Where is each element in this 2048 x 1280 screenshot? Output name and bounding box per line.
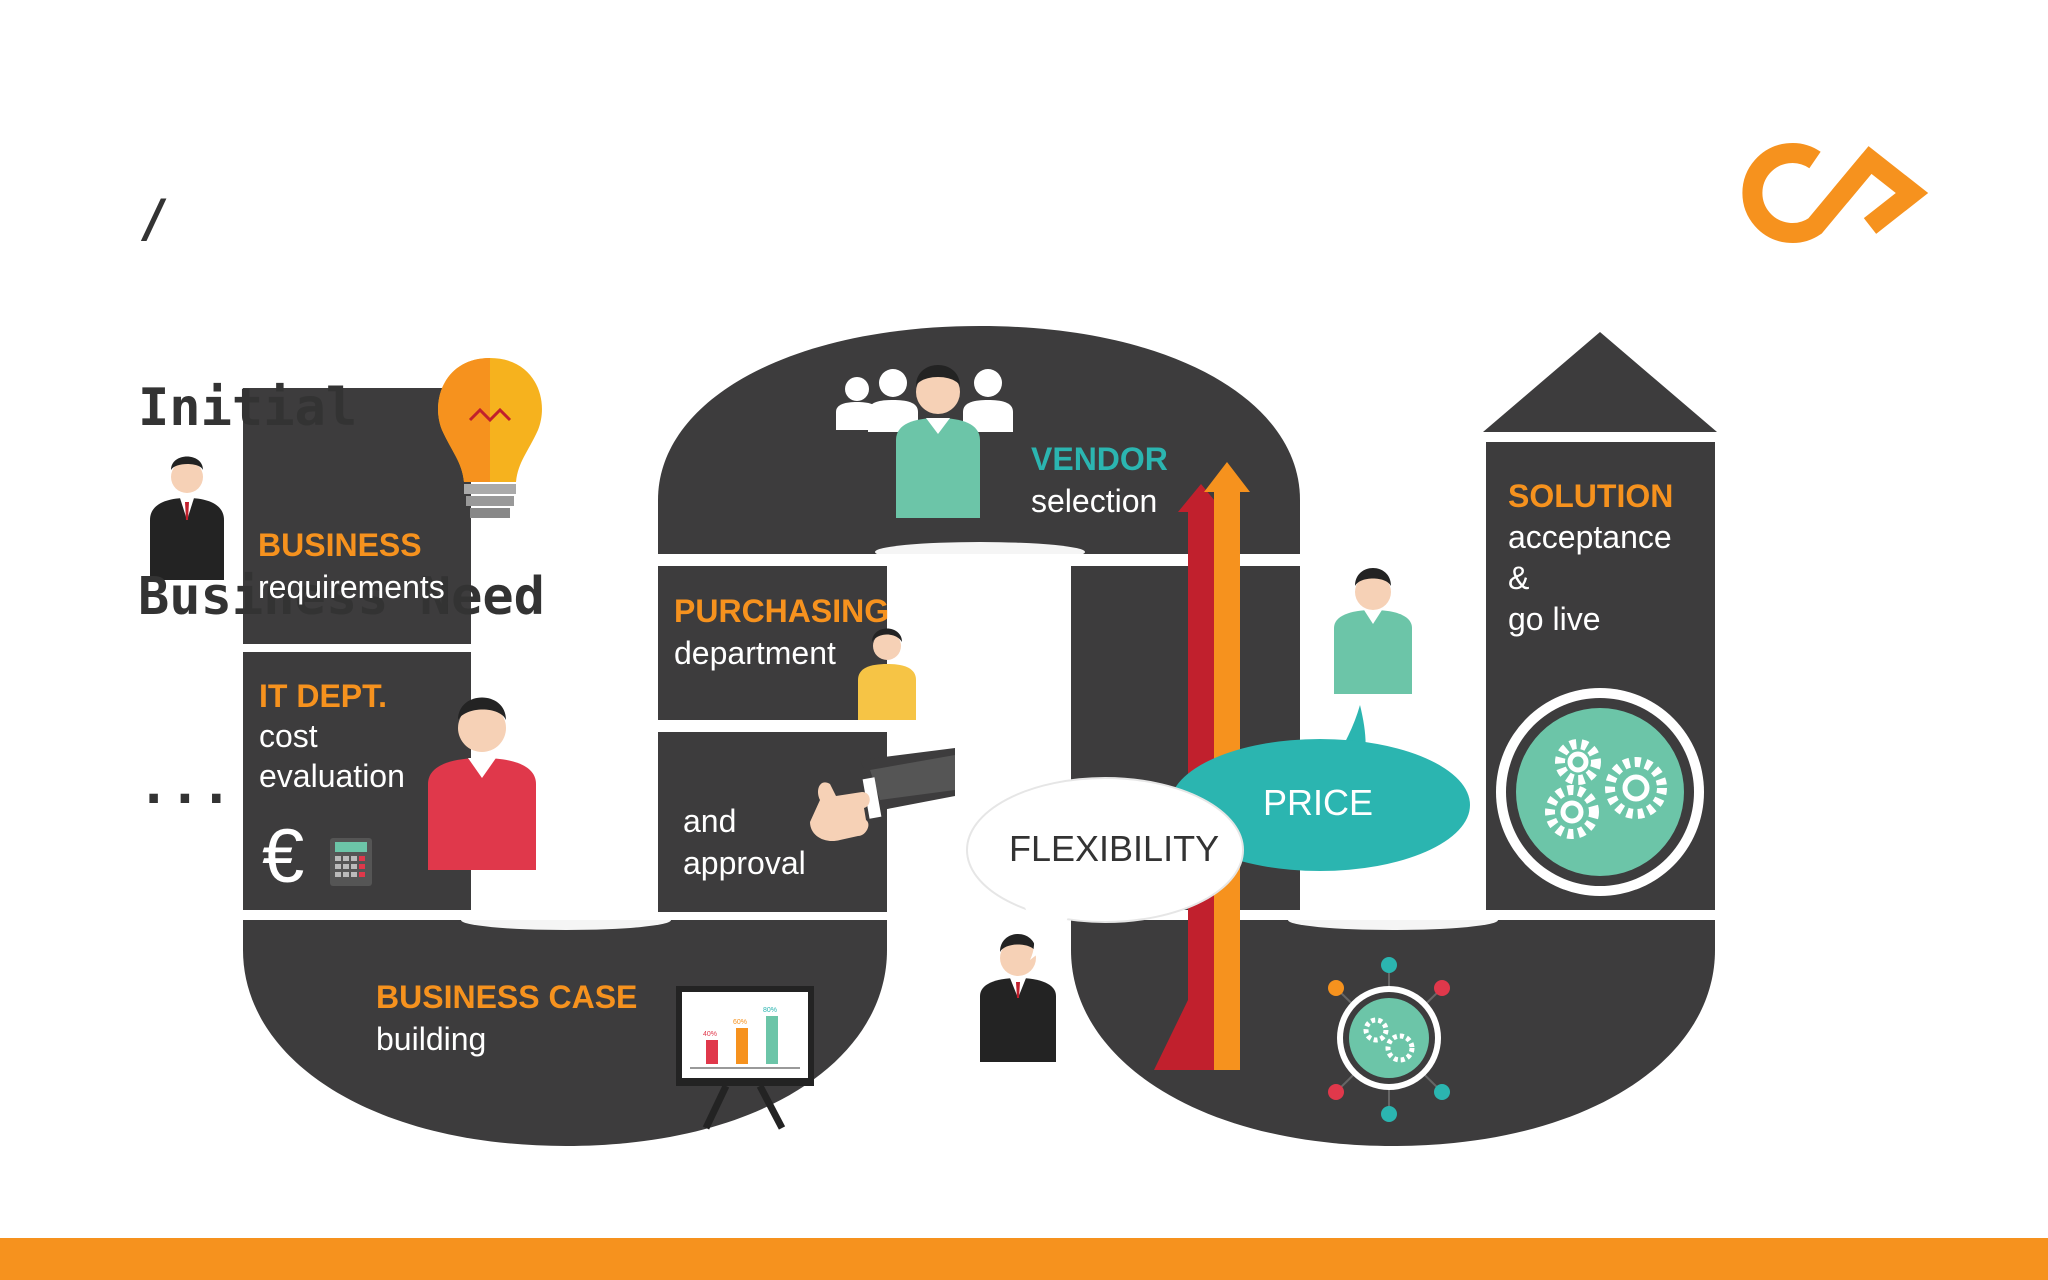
chart-bar-1 bbox=[706, 1040, 718, 1064]
step-solution: SOLUTION acceptance & go live bbox=[1508, 476, 1673, 640]
manager-icon bbox=[980, 934, 1056, 1062]
vendor-group-icon bbox=[836, 365, 1013, 518]
bottom-accent-bar bbox=[0, 1238, 2048, 1280]
step-business: BUSINESS requirements bbox=[258, 524, 445, 608]
step-vendor-text: selection bbox=[1031, 483, 1158, 519]
flexibility-bubble bbox=[966, 777, 1244, 960]
lightbulb-icon bbox=[438, 358, 542, 518]
step-approval: and approval bbox=[683, 800, 806, 884]
calculator-icon bbox=[330, 838, 372, 886]
it-person-icon bbox=[428, 697, 536, 870]
track-seams bbox=[461, 542, 1498, 930]
presentation-board-icon: 40% 60% 80% bbox=[676, 986, 814, 1130]
heading-slash: / bbox=[138, 189, 170, 249]
chart-bar-3 bbox=[766, 1016, 778, 1064]
chart-bar-1-label: 40% bbox=[703, 1031, 717, 1038]
step-solution-line-1: acceptance bbox=[1508, 519, 1672, 555]
chart-bar-2 bbox=[736, 1028, 748, 1064]
step-it-dept: IT DEPT. cost evaluation bbox=[259, 676, 405, 796]
step-vendor-title: VENDOR bbox=[1031, 441, 1168, 477]
step-business-text: requirements bbox=[258, 569, 445, 605]
step-business-case-title: BUSINESS CASE bbox=[376, 979, 638, 1015]
step-purchasing-title: PURCHASING bbox=[674, 593, 890, 629]
page-heading: / Initial Business Need ... bbox=[138, 62, 545, 881]
step-solution-title: SOLUTION bbox=[1508, 478, 1674, 514]
brand-logo-icon bbox=[1742, 143, 1929, 243]
heading-line-2: Business Need bbox=[138, 567, 545, 627]
businessman-icon bbox=[150, 456, 224, 580]
step-vendor: VENDOR selection bbox=[1031, 438, 1168, 522]
price-bubble bbox=[1170, 705, 1470, 871]
heading-line-1: Initial bbox=[138, 378, 358, 438]
step-business-title: BUSINESS bbox=[258, 527, 422, 563]
step-approval-line-1: and bbox=[683, 803, 737, 839]
step-it-dept-title: IT DEPT. bbox=[259, 678, 388, 714]
price-person-icon bbox=[1334, 568, 1412, 694]
step-business-case: BUSINESS CASE building bbox=[376, 976, 637, 1060]
step-business-case-text: building bbox=[376, 1021, 487, 1057]
step-it-dept-line-1: cost bbox=[259, 718, 318, 754]
step-solution-line-2: & bbox=[1508, 560, 1530, 596]
purchasing-person-icon bbox=[858, 628, 916, 720]
thumbs-up-icon bbox=[810, 748, 955, 842]
gears-badge-icon bbox=[1496, 688, 1704, 896]
chart-bar-2-label: 60% bbox=[733, 1019, 747, 1026]
flexibility-label: FLEXIBILITY bbox=[1009, 828, 1220, 869]
step-solution-line-3: go live bbox=[1508, 601, 1601, 637]
step-purchasing-text: department bbox=[674, 635, 836, 671]
network-gears-icon bbox=[1328, 957, 1450, 1122]
step-purchasing: PURCHASING department bbox=[674, 590, 889, 674]
chart-bar-3-label: 80% bbox=[763, 1007, 777, 1014]
step-approval-line-2: approval bbox=[683, 845, 806, 881]
step-it-dept-line-2: evaluation bbox=[259, 758, 405, 794]
euro-symbol: € bbox=[262, 814, 304, 899]
heading-dots: ... bbox=[138, 756, 232, 816]
price-label: PRICE bbox=[1263, 782, 1374, 823]
